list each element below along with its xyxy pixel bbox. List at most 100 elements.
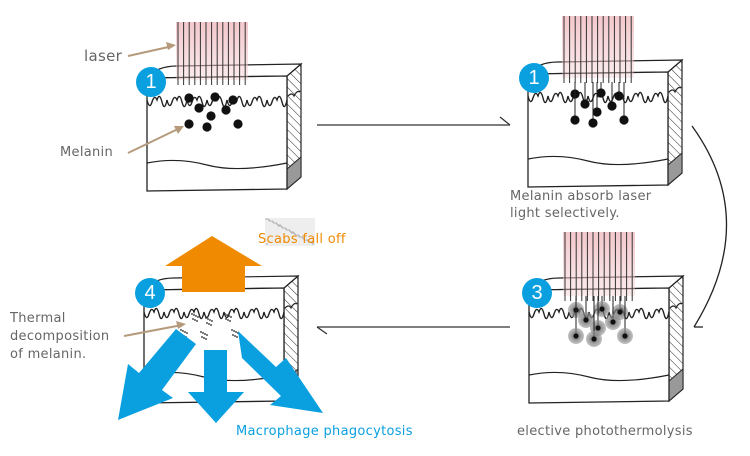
- scab-speck: [282, 227, 284, 229]
- melanin-particle: [580, 99, 590, 109]
- panel-3-laser: [563, 232, 635, 301]
- melanin-fragment: [234, 335, 236, 337]
- melanin-particle: [210, 92, 220, 102]
- scab-speck: [299, 236, 301, 238]
- panel-1b-laser: [562, 16, 634, 83]
- macrophage-arrow-left: [118, 329, 196, 420]
- scab-speck: [271, 220, 273, 222]
- subcutis-line: [527, 155, 669, 166]
- melanin-particle: [592, 107, 602, 117]
- melanin-particle: [228, 95, 238, 105]
- label-scabs: Scabs fall off: [258, 232, 346, 247]
- melanin-fragment: [226, 314, 228, 316]
- scab-speck: [284, 227, 286, 229]
- melanin-particle: [202, 122, 212, 132]
- label-absorb-line2: light selectively.: [510, 206, 620, 221]
- melanin-fragment: [233, 330, 235, 332]
- melanin-fragment: [228, 315, 230, 317]
- scab-speck: [298, 235, 300, 237]
- laser-pointer-line: [127, 45, 174, 57]
- scab-speck: [280, 225, 282, 227]
- scab-speck: [278, 225, 280, 227]
- melanin-fragment: [186, 332, 188, 334]
- label-thermal-line3: of melanin.: [10, 347, 87, 362]
- step-badge-4: 4: [135, 278, 165, 308]
- melanin-fragment: [227, 319, 229, 321]
- scab-speck: [308, 241, 310, 243]
- scab-speck: [288, 229, 290, 231]
- melanin-fragment: [201, 336, 203, 338]
- macrophage-arrow-right: [238, 331, 323, 413]
- scab-speck: [303, 238, 305, 240]
- scab-speck: [295, 234, 297, 236]
- label-melanin: Melanin: [60, 145, 113, 160]
- melanin-particle: [206, 111, 216, 121]
- scab-speck: [307, 240, 309, 242]
- melanin-particle: [607, 101, 617, 111]
- scab-speck: [286, 229, 288, 231]
- melanin-particle: [184, 119, 194, 129]
- side-wave: [669, 302, 683, 310]
- subcutis-line: [528, 371, 670, 382]
- scab-speck: [311, 242, 313, 244]
- laser-pointer-head: [166, 42, 176, 50]
- panel-1a-skin: [146, 62, 303, 192]
- scab-speck: [312, 243, 314, 245]
- scab-speck: [290, 231, 292, 233]
- scab-speck: [266, 243, 268, 245]
- melanin-fragment: [211, 320, 213, 322]
- melanin-fragment: [196, 320, 198, 322]
- scab-speck: [272, 221, 274, 223]
- melanin-fragment: [208, 323, 210, 325]
- scab-speck: [269, 220, 271, 222]
- melanin-particle: [588, 118, 598, 128]
- scab-speck: [294, 233, 296, 235]
- scab-speck: [273, 222, 275, 224]
- thermal-pointer-line: [123, 324, 183, 337]
- scab-speck: [306, 239, 308, 241]
- scab-speck: [268, 219, 270, 221]
- melanin-fragment: [236, 336, 238, 338]
- scab-speck: [279, 224, 281, 226]
- melanin-fragment: [210, 324, 212, 326]
- label-thermal-line1: Thermal: [10, 311, 66, 326]
- step-badge-1b: 1: [519, 63, 549, 93]
- scab-speck: [277, 224, 279, 226]
- melanin-particle: [194, 103, 204, 113]
- melanin-core: [599, 306, 605, 312]
- scab-speck: [265, 218, 267, 220]
- step-badge-3: 3: [522, 278, 552, 308]
- melanin-fragment: [205, 338, 207, 340]
- scab-speck: [301, 236, 303, 238]
- melanin-fragment: [229, 320, 231, 322]
- scab-speck: [293, 232, 295, 234]
- label-macrophage: Macrophage phagocytosis: [236, 424, 413, 439]
- flow-arrow-2-to-3: [691, 125, 728, 328]
- thermal-pointer-head: [176, 321, 186, 329]
- melanin-fragment: [206, 334, 208, 336]
- scab-texture: [265, 218, 315, 246]
- melanin-core: [595, 325, 601, 331]
- melanin-particle: [619, 115, 629, 125]
- side-wave: [668, 86, 682, 94]
- label-absorb-line1: Melanin absorb laser: [510, 189, 652, 204]
- scab-speck: [310, 241, 312, 243]
- melanin-fragment: [205, 317, 207, 319]
- melanin-particle: [614, 91, 624, 101]
- scab-speck: [267, 218, 269, 220]
- melanin-fragment: [195, 315, 197, 317]
- melanin-fragment: [192, 318, 194, 320]
- melanin-fragment: [224, 313, 226, 315]
- label-photothermolysis: elective photothermolysis: [517, 424, 693, 439]
- flow-arrow-1-to-2-head: [499, 116, 511, 126]
- melanin-fragment: [232, 334, 234, 336]
- scab-speck: [302, 237, 304, 239]
- melanin-fragment: [200, 331, 202, 333]
- scab-speck: [304, 239, 306, 241]
- scab-speck: [276, 223, 278, 225]
- melanin-core: [591, 336, 597, 342]
- melanin-fragment: [193, 314, 195, 316]
- melanin-fragment: [204, 333, 206, 335]
- panel-1b-skin: [527, 58, 684, 188]
